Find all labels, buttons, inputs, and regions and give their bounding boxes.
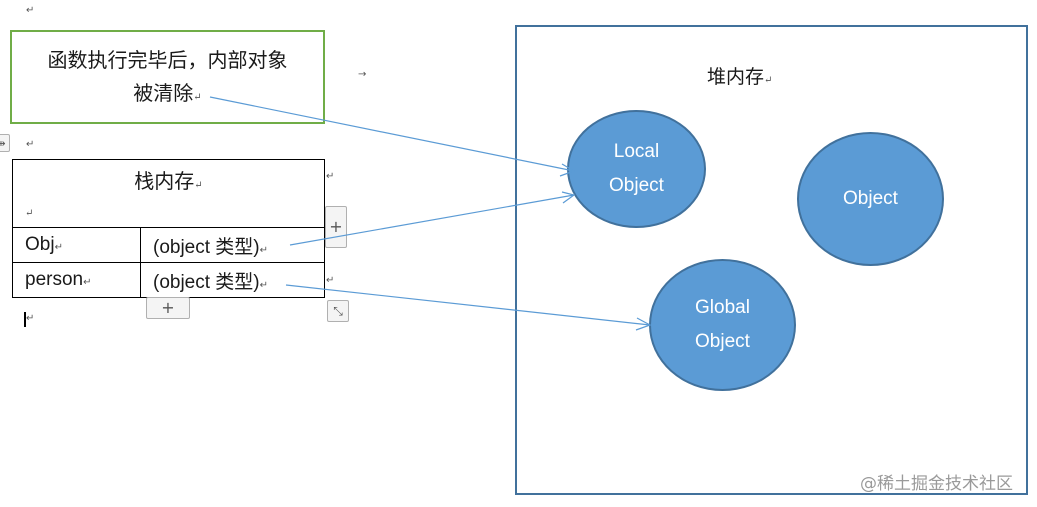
note-to-local-arrow (209, 96, 575, 172)
table-resize-handle[interactable]: ⤡ (327, 300, 349, 322)
obj-to-local-arrowhead (561, 191, 576, 204)
note-line-1: 函数执行完毕后，内部对象 (47, 48, 288, 72)
note-to-local-arrowhead (559, 163, 576, 177)
stack-title: 栈内存↵ (134, 169, 203, 193)
paragraph-mark: ↵ (326, 171, 335, 182)
add-row-button[interactable]: + (146, 297, 190, 319)
variable-name-cell: person↵ (12, 262, 141, 298)
object-node: Object (797, 132, 944, 266)
heap-title: 堆内存↵ (707, 66, 773, 88)
paragraph-mark: → (358, 69, 367, 80)
global-object-label-2: Object (695, 331, 750, 352)
variable-type-cell: (object 类型)↵ (140, 227, 325, 263)
note-line-2: 被清除↵ (133, 81, 202, 105)
paragraph-mark: ↵ (26, 5, 35, 16)
stack-title-cell: 栈内存↵ ↵ (12, 159, 325, 228)
table-row: person↵ (object 类型)↵ (12, 262, 325, 298)
paragraph-mark: ↵ (25, 208, 34, 219)
note-callout: 函数执行完毕后，内部对象 被清除↵ (10, 30, 325, 124)
heap-memory-region (515, 25, 1028, 495)
stack-memory-table: 栈内存↵ ↵ Obj↵ (object 类型)↵ person↵ (object… (12, 159, 325, 298)
object-label: Object (843, 188, 898, 209)
watermark: @稀土掘金技术社区 (860, 474, 1013, 494)
local-object-label-2: Object (609, 175, 664, 196)
obj-to-local-arrow (289, 194, 575, 246)
paragraph-mark: ↵ (326, 275, 335, 286)
variable-type-cell: (object 类型)↵ (140, 262, 325, 298)
table-move-handle[interactable]: ⇹ (0, 134, 10, 152)
text-cursor (24, 312, 26, 327)
global-object-label-1: Global (695, 297, 750, 318)
local-object-label-1: Local (613, 141, 660, 162)
person-to-global-arrow (285, 284, 651, 326)
variable-name-cell: Obj↵ (12, 227, 141, 263)
table-row: Obj↵ (object 类型)↵ (12, 227, 325, 263)
person-to-global-arrowhead (635, 317, 652, 331)
global-object-node: Global Object (649, 259, 796, 391)
paragraph-mark: ↵ (26, 139, 35, 150)
local-object-node: Local Object (567, 110, 706, 228)
paragraph-mark: ↵ (26, 313, 35, 324)
